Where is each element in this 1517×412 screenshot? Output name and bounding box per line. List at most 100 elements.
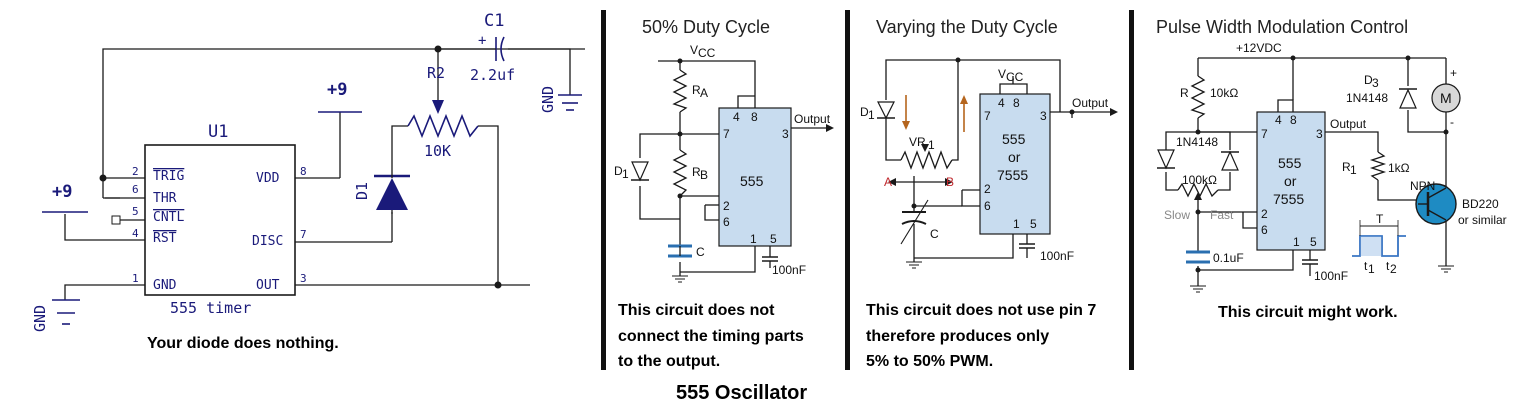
p4-pin-1: 1 bbox=[1293, 235, 1300, 249]
panel-3-schematic: 555 or 7555 4 8 7 3 2 6 1 5 bbox=[860, 57, 1118, 269]
p4-chip-line-1: 555 bbox=[1278, 155, 1302, 171]
p4-cap-label: 0.1uF bbox=[1213, 251, 1244, 265]
main-title: 555 Oscillator bbox=[676, 382, 807, 404]
divider-2 bbox=[845, 10, 850, 370]
plus9-left-label: +9 bbox=[52, 182, 72, 202]
pin-number-8: 8 bbox=[300, 165, 307, 178]
p3-d1: D bbox=[860, 105, 869, 119]
pin-number-3: 3 bbox=[300, 272, 307, 285]
panel-4-caption: This circuit might work. bbox=[1218, 304, 1398, 321]
p4-diode-d3 bbox=[1399, 88, 1417, 109]
p3-c: C bbox=[930, 227, 939, 241]
p3-pin-6: 6 bbox=[984, 199, 991, 213]
r2-potentiometer bbox=[407, 113, 479, 139]
pin-vdd: VDD bbox=[256, 171, 280, 186]
p3-d1-sub: 1 bbox=[868, 108, 875, 122]
p2-vcc-sub: CC bbox=[698, 46, 716, 60]
p2-resistor-rb bbox=[672, 149, 688, 197]
p4-diode-pair-label: 1N4148 bbox=[1176, 135, 1218, 149]
c1-label: C1 bbox=[484, 11, 504, 31]
p3-chip-line-1: 555 bbox=[1002, 131, 1026, 147]
p4-npn: NPN bbox=[1410, 179, 1435, 193]
p2-d1-sub: 1 bbox=[622, 167, 629, 181]
pin-disc: DISC bbox=[252, 234, 283, 249]
p2-pin-7: 7 bbox=[723, 127, 730, 141]
p4-t2: t bbox=[1386, 259, 1390, 273]
p4-pin-2: 2 bbox=[1261, 207, 1268, 221]
panel-2-caption-line-1: This circuit does not bbox=[618, 302, 775, 319]
c1-capacitor: + bbox=[438, 33, 505, 62]
p4-slow: Slow bbox=[1164, 208, 1190, 222]
pin-thr: THR bbox=[153, 191, 177, 206]
p4-output: Output bbox=[1330, 117, 1367, 131]
pin-number-7: 7 bbox=[300, 228, 307, 241]
p3-pin-4: 4 bbox=[998, 96, 1005, 110]
p4-npn-transistor bbox=[1415, 183, 1457, 225]
p4-resistor-r bbox=[1190, 75, 1206, 119]
p4-supply: +12VDC bbox=[1236, 41, 1282, 55]
p2-chip-label: 555 bbox=[740, 173, 764, 189]
p4-motor bbox=[1431, 83, 1461, 113]
p2-c: C bbox=[696, 245, 705, 259]
gnd-left-label: GND bbox=[31, 305, 49, 332]
panel-1-caption: Your diode does nothing. bbox=[147, 335, 339, 352]
p4-100nf: 100nF bbox=[1314, 269, 1348, 283]
p4-r1: R bbox=[1342, 160, 1351, 174]
p3-label-a: A bbox=[884, 175, 892, 189]
panel-3-caption-line-3: 5% to 50% PWM. bbox=[866, 353, 993, 370]
p2-pin-6: 6 bbox=[723, 215, 730, 229]
p2-ra-sub: A bbox=[700, 86, 708, 100]
p4-t1-sub: 1 bbox=[1368, 262, 1375, 276]
p4-pin-6: 6 bbox=[1261, 223, 1268, 237]
p2-pin-1: 1 bbox=[750, 232, 757, 246]
p2-resistor-ra bbox=[672, 69, 688, 113]
divider-3 bbox=[1129, 10, 1134, 370]
p4-diode-right bbox=[1221, 150, 1239, 171]
p4-fast: Fast bbox=[1210, 208, 1234, 222]
p4-pin-3: 3 bbox=[1316, 127, 1323, 141]
d1-diode bbox=[374, 172, 410, 214]
p4-pot-100k bbox=[1177, 182, 1219, 198]
p3-vr1-pot bbox=[900, 150, 953, 170]
gnd-cap-label: GND bbox=[539, 86, 557, 113]
cntl-open-pin bbox=[111, 215, 121, 225]
p4-chip-line-2: or bbox=[1284, 173, 1297, 189]
u1-label: U1 bbox=[208, 122, 228, 142]
p2-d1: D bbox=[614, 164, 623, 178]
p4-pin-4: 4 bbox=[1275, 113, 1282, 127]
pin-trig: TRIG bbox=[153, 169, 184, 184]
p3-pin-3: 3 bbox=[1040, 109, 1047, 123]
p2-pin-3: 3 bbox=[782, 127, 789, 141]
pin-number-2: 2 bbox=[132, 165, 139, 178]
p4-transistor-part: BD220 bbox=[1462, 197, 1499, 211]
p3-100nf: 100nF bbox=[1040, 249, 1074, 263]
pin-rst: RST bbox=[153, 231, 177, 246]
d1-label: D1 bbox=[353, 182, 371, 200]
p3-output: Output bbox=[1072, 96, 1109, 110]
gnd-left-symbol bbox=[52, 299, 80, 325]
c1-value: 2.2uf bbox=[470, 66, 515, 84]
p2-diode-d1 bbox=[631, 161, 649, 182]
panel-2-caption-line-3: to the output. bbox=[618, 353, 720, 370]
p2-pin-5: 5 bbox=[770, 232, 777, 246]
divider-1 bbox=[601, 10, 606, 370]
panel-2-title: 50% Duty Cycle bbox=[642, 17, 770, 37]
p4-diode-left bbox=[1157, 149, 1175, 170]
p3-vr1: VR bbox=[909, 135, 926, 149]
p4-motor-minus: - bbox=[1450, 115, 1454, 129]
pin-out: OUT bbox=[256, 278, 280, 293]
p2-100nf: 100nF bbox=[772, 263, 806, 277]
pin-cntl: CNTL bbox=[153, 210, 184, 225]
panel-3-caption-line-1: This circuit does not use pin 7 bbox=[866, 302, 1096, 319]
p4-chip-body bbox=[1256, 111, 1326, 251]
p4-t1: t bbox=[1364, 259, 1368, 273]
p3-label-b: B bbox=[946, 175, 954, 189]
p4-motor-label: M bbox=[1440, 90, 1452, 106]
p4-d3-sub: 3 bbox=[1372, 76, 1379, 90]
r2-label: R2 bbox=[427, 64, 445, 82]
p4-r: R bbox=[1180, 86, 1189, 100]
p2-ra: R bbox=[692, 83, 701, 97]
p3-diode-d1 bbox=[877, 101, 895, 120]
panel-2-schematic: 555 4 8 7 3 2 6 1 5 bbox=[614, 43, 834, 283]
p3-chip-body bbox=[979, 93, 1051, 235]
